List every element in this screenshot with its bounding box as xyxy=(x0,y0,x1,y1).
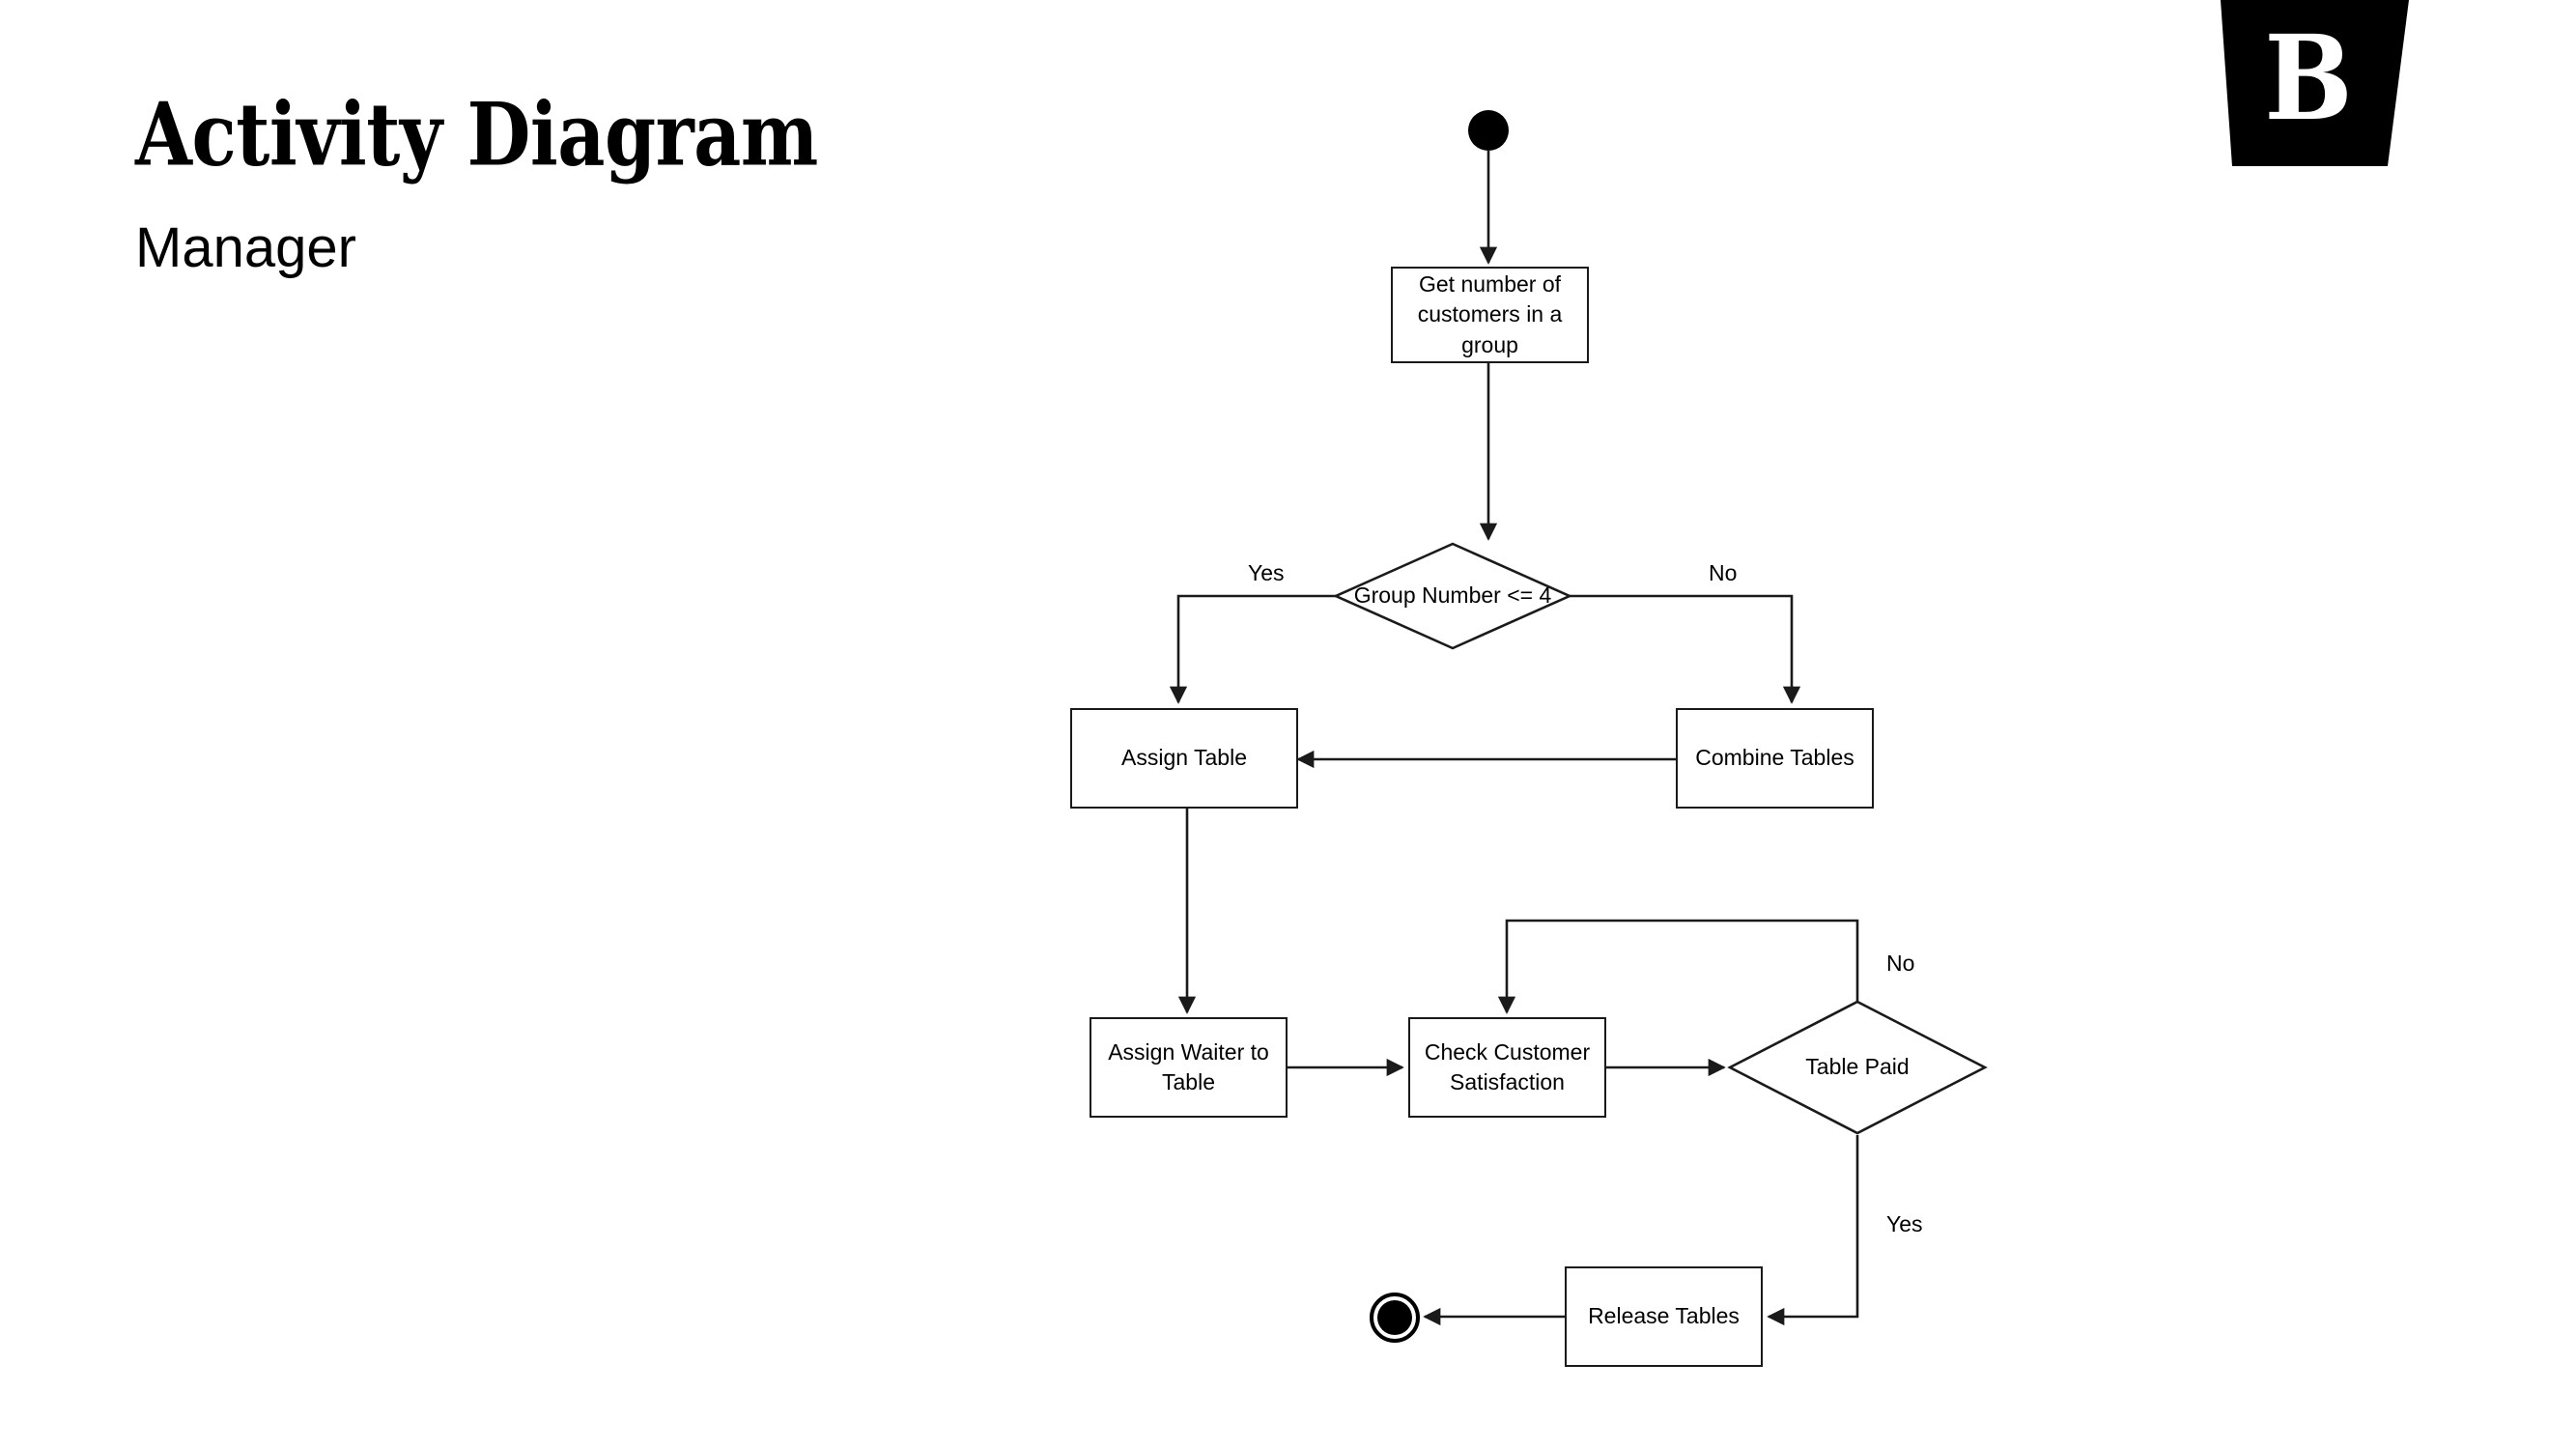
node-check-customer-satisfaction[interactable]: Check Customer Satisfaction xyxy=(1408,1017,1606,1118)
edge-label-paid-yes: Yes xyxy=(1886,1211,1923,1236)
brand-logo: B xyxy=(2216,0,2409,166)
node-label: Get number of customers in a group xyxy=(1417,271,1563,357)
initial-node xyxy=(1468,110,1509,151)
logo-trapezoid-shape xyxy=(2221,0,2409,166)
node-label: Assign Waiter to Table xyxy=(1108,1038,1269,1094)
decision-table-paid-shape xyxy=(1727,1000,1988,1135)
decision-group-number-shape xyxy=(1332,542,1573,650)
node-release-tables[interactable]: Release Tables xyxy=(1565,1266,1763,1367)
page-subtitle: Manager xyxy=(135,216,356,279)
title-block: Activity Diagram Manager xyxy=(135,83,1101,279)
final-node-core xyxy=(1377,1300,1412,1335)
edge-label-group-no: No xyxy=(1709,560,1738,585)
edge-label-paid-no: No xyxy=(1886,951,1915,976)
node-label: Combine Tables xyxy=(1695,745,1854,771)
node-label: Check Customer Satisfaction xyxy=(1424,1038,1591,1094)
node-get-number-of-customers[interactable]: Get number of customers in a group xyxy=(1391,267,1589,363)
node-assign-waiter-to-table[interactable]: Assign Waiter to Table xyxy=(1090,1017,1288,1118)
node-label: Assign Table xyxy=(1121,745,1247,771)
edge-decision-yes-to-assign-table xyxy=(1169,594,1336,704)
edge-table-paid-no-loopback xyxy=(1497,919,1859,1014)
logo-letter-b: B xyxy=(2264,10,2353,148)
page-title: Activity Diagram xyxy=(135,83,818,185)
edge-decision-no-to-combine-tables xyxy=(1570,594,1801,704)
node-assign-table[interactable]: Assign Table xyxy=(1070,708,1298,809)
edge-label-group-yes: Yes xyxy=(1248,560,1285,585)
node-combine-tables[interactable]: Combine Tables xyxy=(1676,708,1874,809)
edge-table-paid-yes-to-release-tables xyxy=(1767,1135,1859,1326)
node-label: Release Tables xyxy=(1588,1303,1740,1329)
